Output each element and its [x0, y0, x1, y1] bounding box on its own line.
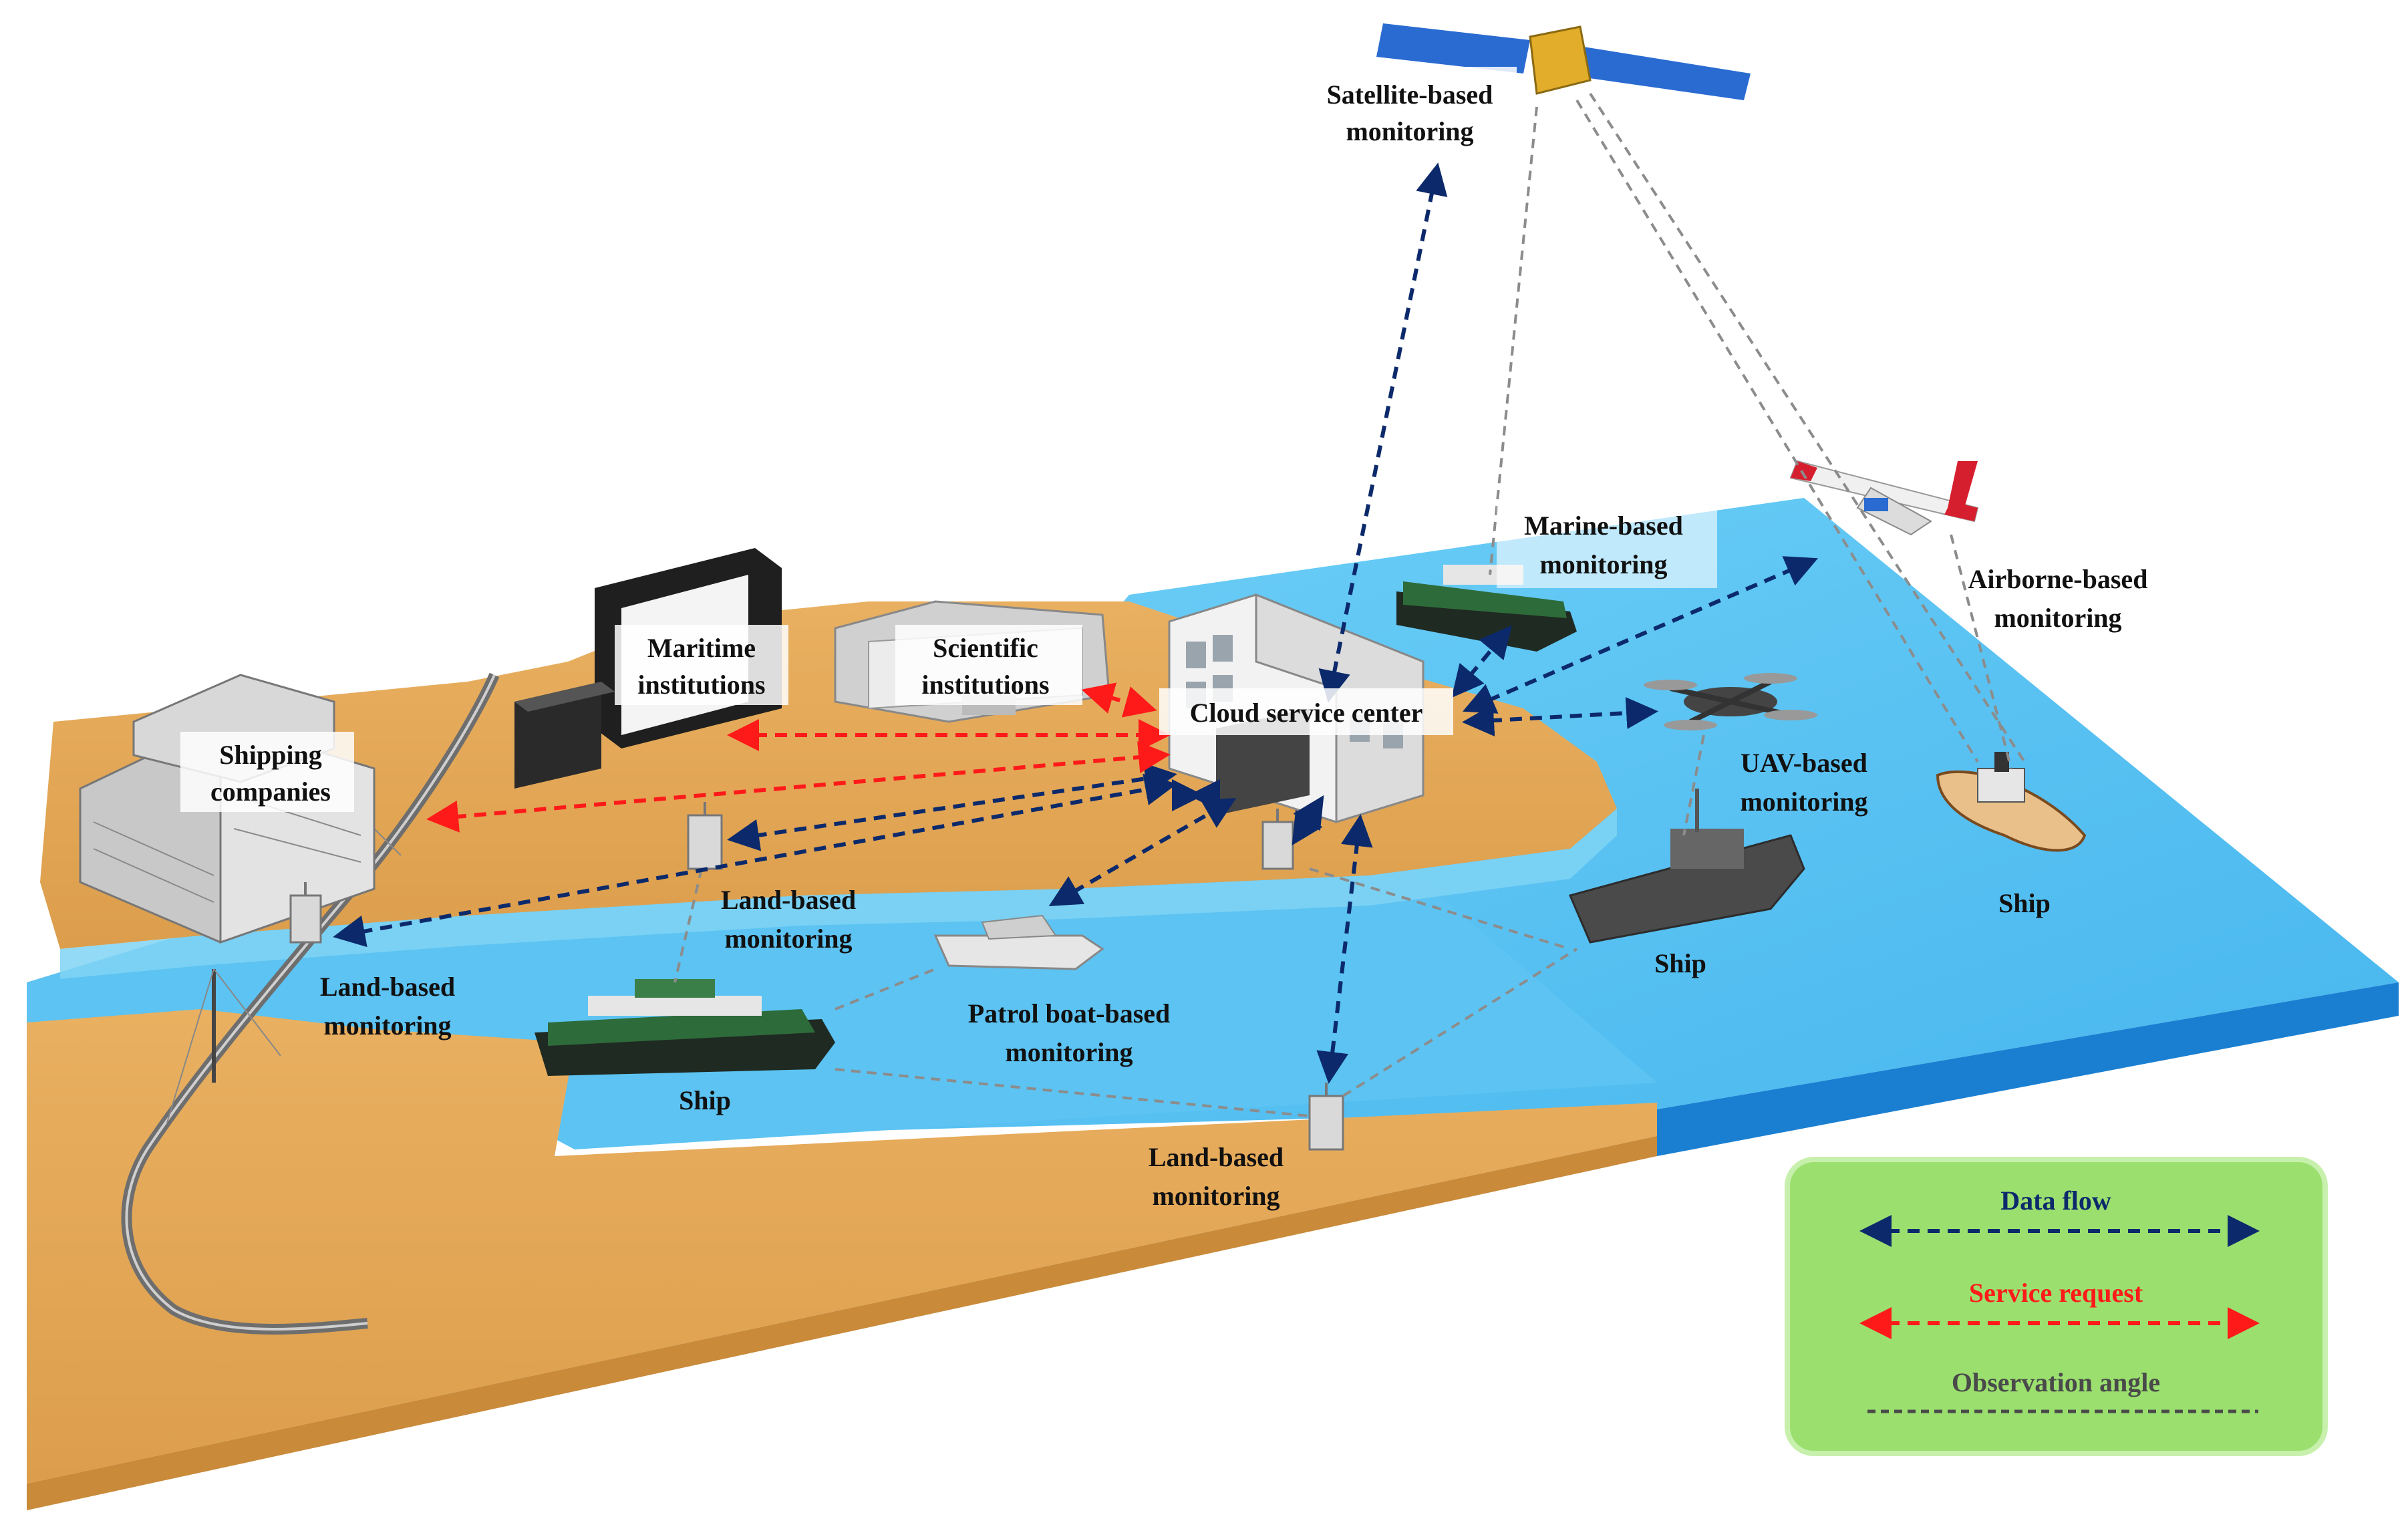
label-airborne: Airborne-based monitoring [1968, 564, 2148, 633]
label-satellite: Satellite-based monitoring [1296, 67, 1517, 154]
label-uav: UAV-based monitoring [1740, 748, 1867, 817]
legend-observation-angle-label: Observation angle [1952, 1367, 2160, 1397]
observation-lines [673, 92, 2026, 1117]
ship-middle [1568, 789, 1805, 944]
ship-right [1936, 752, 2087, 852]
label-shipping-line2: companies [210, 777, 331, 807]
bridge-cable [213, 968, 281, 1057]
label-ship-middle: Ship [1654, 948, 1706, 978]
label-airborne-line2: monitoring [1994, 603, 2121, 633]
legend: Data flow Service request Observation an… [1785, 1157, 2328, 1456]
label-patrol: Patrol boat-based monitoring [968, 998, 1171, 1067]
label-cloud: Cloud service center [1159, 688, 1453, 735]
bridge-cable [166, 968, 214, 1123]
label-land-left: Land-based monitoring [320, 972, 455, 1041]
label-shipping: Shipping companies [180, 732, 354, 812]
label-maritime: Maritime institutions [615, 625, 788, 705]
label-land-bottom-line1: Land-based [1149, 1142, 1284, 1172]
label-land-center-line1: Land-based [721, 885, 856, 915]
label-ship-left: Ship [679, 1085, 731, 1115]
land-station-right [1261, 809, 1294, 870]
label-patrol-line1: Patrol boat-based [968, 998, 1171, 1028]
label-cloud-text: Cloud service center [1190, 698, 1423, 728]
label-marine-line1: Marine-based [1524, 511, 1683, 541]
label-shipping-line1: Shipping [219, 740, 321, 770]
ship-left [535, 979, 835, 1076]
lower-land-front [27, 1136, 1657, 1510]
land-station-bottom [1308, 1083, 1344, 1151]
label-marine: Marine-based monitoring [1497, 501, 1717, 588]
service-request-lines [426, 682, 1171, 833]
label-satellite-line2: monitoring [1346, 116, 1473, 146]
label-land-left-line1: Land-based [320, 972, 455, 1002]
label-scientific-line2: institutions [921, 670, 1049, 700]
label-scientific: Scientific institutions [895, 625, 1082, 705]
label-airborne-line1: Airborne-based [1968, 564, 2148, 594]
legend-data-flow-label: Data flow [2000, 1186, 2111, 1216]
label-uav-line2: monitoring [1740, 787, 1867, 817]
label-land-bottom: Land-based monitoring [1149, 1142, 1284, 1211]
label-maritime-line1: Maritime [647, 633, 756, 663]
label-land-center: Land-based monitoring [721, 885, 856, 954]
legend-service-request-label: Service request [1969, 1278, 2143, 1308]
label-ship-right: Ship [1998, 888, 2051, 918]
label-marine-line2: monitoring [1539, 549, 1667, 579]
lower-land [27, 1009, 1657, 1484]
label-land-center-line2: monitoring [724, 924, 852, 954]
satellite [1376, 23, 1751, 100]
sea-edge [1657, 982, 2399, 1156]
label-land-bottom-line2: monitoring [1152, 1181, 1280, 1211]
label-maritime-line2: institutions [637, 670, 765, 700]
land-station-left [289, 882, 322, 944]
label-scientific-line1: Scientific [933, 633, 1038, 663]
label-satellite-line1: Satellite-based [1327, 80, 1493, 110]
label-uav-line1: UAV-based [1741, 748, 1867, 778]
label-land-left-line2: monitoring [323, 1010, 451, 1041]
label-patrol-line2: monitoring [1005, 1037, 1133, 1067]
